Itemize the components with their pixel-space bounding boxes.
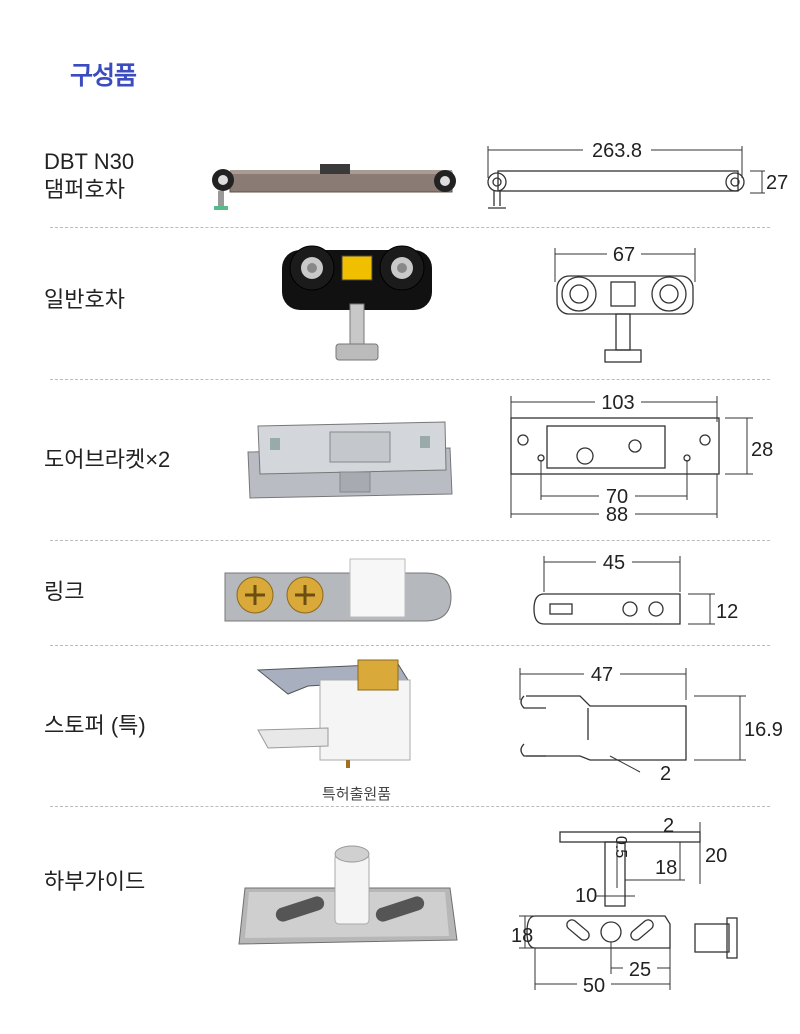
dim-guide-gap: 0.5 — [612, 836, 629, 858]
dim-stopper-angle: 2 — [660, 763, 671, 785]
dim-damper-height: 27 — [766, 172, 788, 194]
bottom-guide-drawing: 2 0.5 18 20 10 18 25 50 — [511, 815, 738, 997]
dim-damper-length: 263.8 — [592, 140, 642, 162]
item-name-damper: DBT N30 댐퍼호차 — [44, 148, 134, 204]
separator — [50, 645, 770, 646]
separator — [50, 806, 770, 807]
dim-guide-total-height: 20 — [705, 845, 727, 867]
dim-guide-plate-length: 50 — [583, 975, 605, 997]
stopper-photo — [256, 659, 411, 768]
item-name-damper-line2: 댐퍼호차 — [44, 177, 125, 202]
dim-bracket-height: 28 — [751, 439, 773, 461]
roller-photo — [282, 245, 432, 361]
item-name-stopper: 스토퍼 (특) — [44, 713, 146, 738]
item-name-damper-line1: DBT N30 — [44, 149, 135, 174]
dim-guide-center: 25 — [629, 959, 651, 981]
item-name-roller: 일반호차 — [44, 287, 125, 312]
section-title: 구성품 — [70, 62, 137, 90]
dim-link-length: 45 — [603, 552, 625, 574]
item-name-link: 링크 — [44, 579, 85, 604]
dim-guide-flange-thickness: 2 — [663, 815, 674, 837]
item-name-bottom-guide: 하부가이드 — [44, 869, 146, 894]
bottom-guide-photo — [238, 845, 458, 945]
dim-link-height: 12 — [716, 601, 738, 623]
separator — [50, 379, 770, 380]
dim-bracket-hole-spacing: 70 — [606, 486, 628, 508]
damper-roller-drawing: 263.8 27 — [487, 140, 788, 209]
link-photo — [224, 558, 452, 622]
separator — [50, 227, 770, 228]
dim-guide-plate-width: 18 — [511, 925, 533, 947]
dim-guide-pin-diameter: 10 — [575, 885, 597, 907]
roller-drawing: 67 — [554, 244, 696, 363]
damper-roller-photo — [212, 164, 456, 210]
dim-stopper-length: 47 — [591, 664, 613, 686]
door-bracket-photo — [247, 421, 453, 499]
dim-stopper-height: 16.9 — [744, 719, 783, 741]
stopper-drawing: 47 16.9 2 — [519, 664, 783, 785]
item-name-door-bracket: 도어브라켓×2 — [44, 447, 171, 472]
patent-caption: 특허출원품 — [322, 786, 392, 803]
link-drawing: 45 12 — [533, 552, 738, 625]
separator — [50, 540, 770, 541]
dim-bracket-length: 103 — [601, 392, 634, 414]
dim-bracket-overall: 88 — [606, 504, 628, 526]
door-bracket-drawing: 103 28 70 88 — [510, 392, 773, 526]
dim-guide-pin-height: 18 — [655, 857, 677, 879]
dim-roller-width: 67 — [613, 244, 635, 266]
